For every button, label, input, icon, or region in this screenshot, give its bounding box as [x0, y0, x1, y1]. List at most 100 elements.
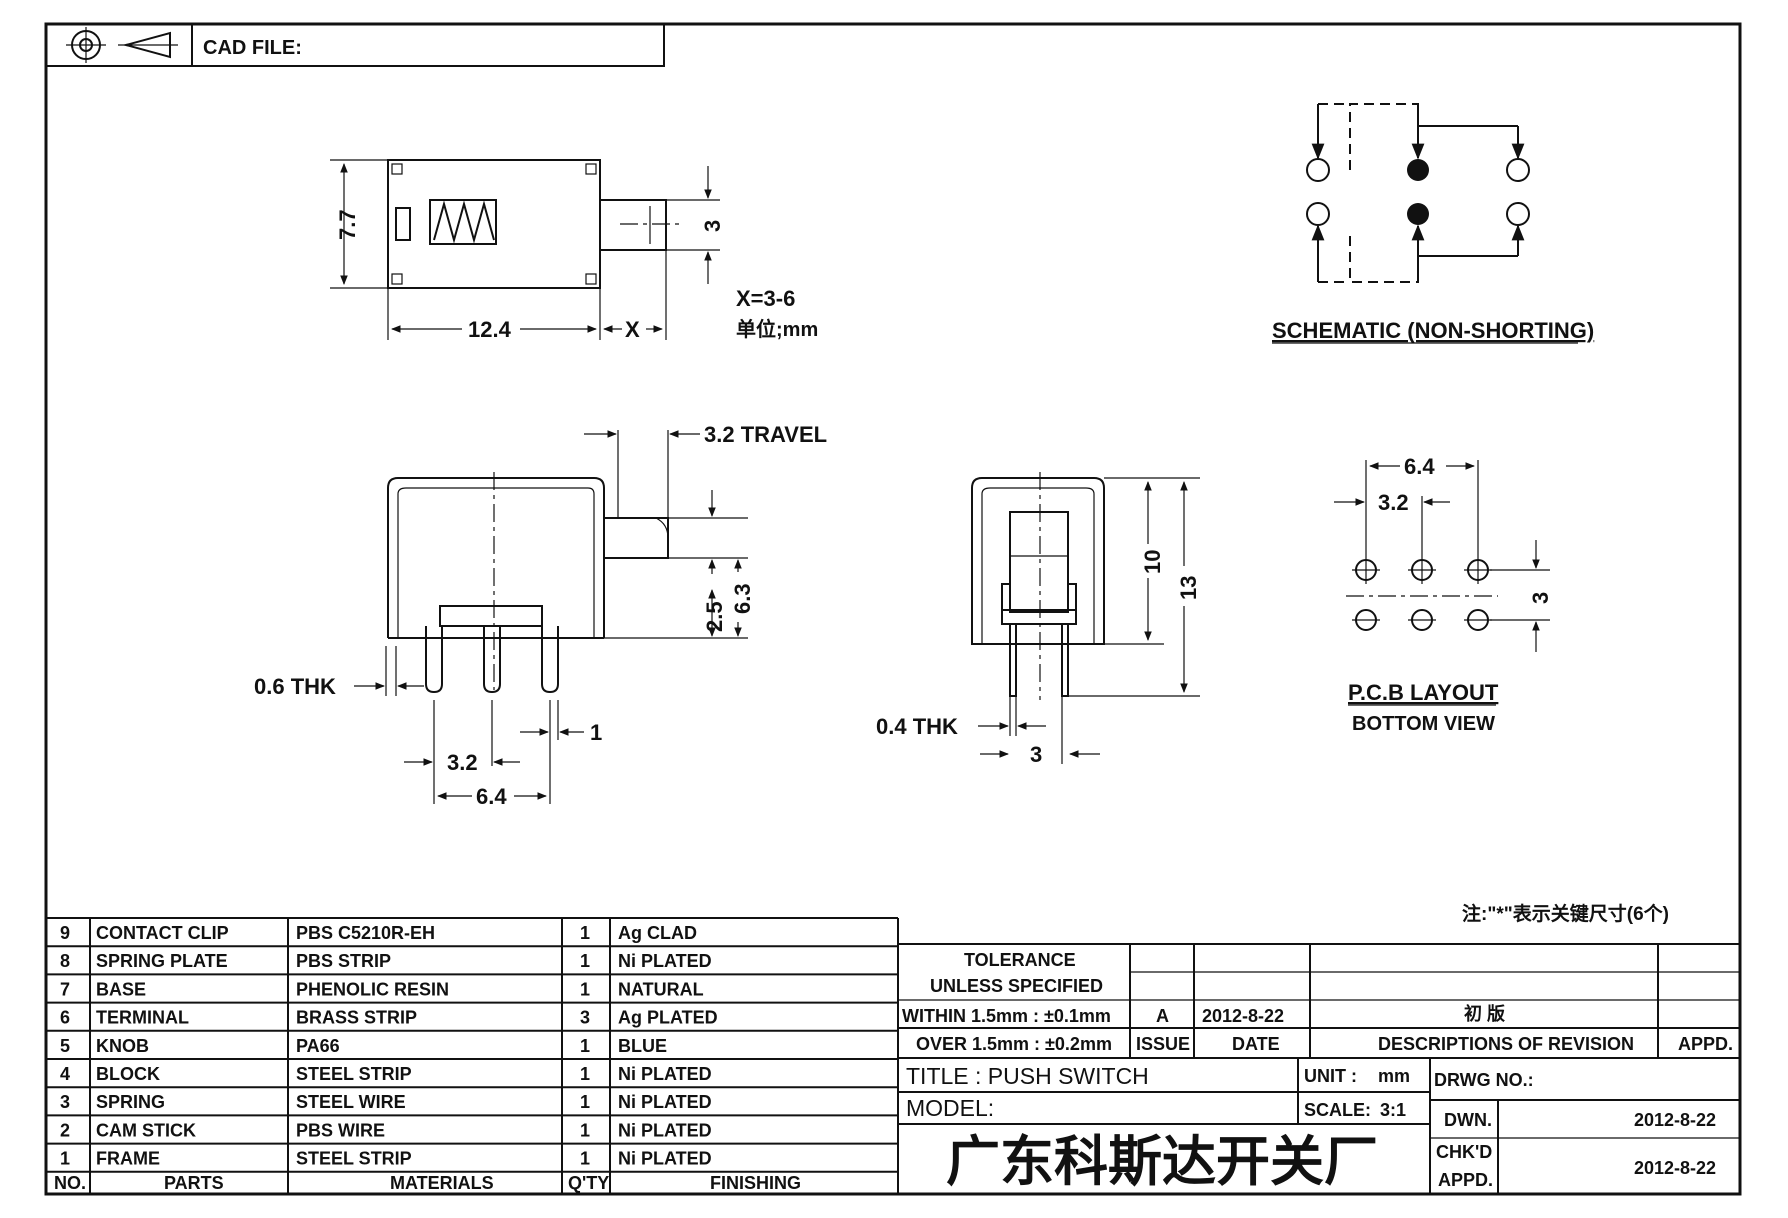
side-view: 3.2 TRAVEL 2.5 6.3 0.6 THK 3.2 1 6.4	[254, 422, 827, 809]
date-label: DATE	[1232, 1034, 1280, 1054]
bom-cell-no: 8	[60, 951, 70, 971]
schematic-caption: SCHEMATIC (NON-SHORTING)	[1272, 318, 1594, 343]
dim-3-end: 3	[1030, 742, 1042, 767]
pcb-caption: P.C.B LAYOUT	[1348, 680, 1499, 705]
bom-cell-qty: 1	[580, 1120, 590, 1140]
top-view: 7.7 3 12.4 X X=3-6 单位;mm	[330, 159, 818, 342]
bom-cell-qty: 1	[580, 923, 590, 943]
dwn-label: DWN.	[1444, 1110, 1492, 1130]
bom-cell-part: FRAME	[96, 1149, 160, 1169]
bom-cell-qty: 1	[580, 1036, 590, 1056]
bom-row: 2 CAM STICK PBS WIRE 1 Ni PLATED	[60, 1120, 712, 1140]
bom-cell-qty: 1	[580, 1149, 590, 1169]
bom-cell-material: PBS WIRE	[296, 1120, 385, 1140]
terminal-open-icon	[1506, 158, 1530, 182]
dim-x: X	[625, 317, 640, 342]
x-range-note: X=3-6	[736, 286, 795, 311]
pcb-subcaption: BOTTOM VIEW	[1352, 713, 1495, 735]
bom-cell-part: TERMINAL	[96, 1008, 189, 1028]
chkd-label: CHK'D	[1436, 1142, 1492, 1162]
appd2-label: APPD.	[1438, 1170, 1493, 1190]
bom-cell-material: PA66	[296, 1036, 340, 1056]
dim-7-7: 7.7	[335, 209, 360, 240]
dim-10: 10	[1140, 550, 1165, 574]
dim-pcb-pitch: 3.2	[1378, 490, 1409, 515]
issue-value: A	[1156, 1006, 1169, 1026]
title-block: TOLERANCE UNLESS SPECIFIED WITHIN 1.5mm …	[898, 943, 1740, 1194]
desc-revision-label: DESCRIPTIONS OF REVISION	[1378, 1034, 1634, 1054]
scale-value: 3:1	[1380, 1100, 1406, 1120]
bom-cell-qty: 1	[580, 951, 590, 971]
chk-date: 2012-8-22	[1634, 1158, 1716, 1178]
terminal-common-icon	[1407, 203, 1429, 225]
bom-cell-no: 6	[60, 1008, 70, 1028]
bom-cell-material: PBS STRIP	[296, 951, 391, 971]
pcb-hole-icon	[1464, 609, 1492, 631]
bom-cell-material: PBS C5210R-EH	[296, 923, 435, 943]
bom-cell-no: 3	[60, 1092, 70, 1112]
bom-cell-qty: 1	[580, 1064, 590, 1084]
bom-header-finishing: FINISHING	[710, 1173, 801, 1193]
bom-cell-material: STEEL STRIP	[296, 1149, 412, 1169]
pcb-layout: 6.4 3.2 3 P.C.B LAYOUT BOTTOM VIEW	[1334, 454, 1553, 735]
bom-cell-part: BASE	[96, 979, 146, 999]
tolerance-label: TOLERANCE	[964, 950, 1076, 970]
key-dimension-note: 注:"*"表示关键尺寸(6个)	[1462, 902, 1669, 925]
bom-cell-finish: Ag PLATED	[618, 1008, 718, 1028]
bom-header-materials: MATERIALS	[390, 1173, 494, 1193]
bom-cell-material: PHENOLIC RESIN	[296, 979, 449, 999]
dim-thk-end: 0.4 THK	[876, 714, 958, 739]
scale-label: SCALE:	[1304, 1100, 1371, 1120]
terminal-open-icon	[1306, 202, 1330, 226]
dim-pitch-side: 3.2	[447, 750, 478, 775]
bom-cell-finish: Ag CLAD	[618, 923, 697, 943]
tolerance-within: WITHIN 1.5mm : ±0.1mm	[902, 1006, 1111, 1026]
pcb-hole-icon	[1352, 609, 1380, 631]
bom-header-qty: Q'TY	[568, 1173, 609, 1193]
cad-file-label: CAD FILE:	[203, 37, 302, 59]
bom-cell-material: STEEL WIRE	[296, 1092, 406, 1112]
tolerance-over: OVER 1.5mm : ±0.2mm	[916, 1034, 1112, 1054]
bom-cell-finish: Ni PLATED	[618, 1092, 712, 1112]
bom-cell-finish: Ni PLATED	[618, 1120, 712, 1140]
cad-header: CAD FILE:	[45, 23, 665, 67]
dim-13: 13	[1176, 576, 1201, 600]
bom-header-no: NO.	[54, 1173, 86, 1193]
terminal-common-icon	[1407, 159, 1429, 181]
pcb-hole-icon	[1352, 559, 1380, 581]
bom-cell-qty: 1	[580, 979, 590, 999]
date-value: 2012-8-22	[1202, 1006, 1284, 1026]
company-name: 广东科斯达开关厂	[946, 1132, 1378, 1192]
appd-label: APPD.	[1678, 1034, 1733, 1054]
dim-span-side: 6.4	[476, 784, 507, 809]
schematic: SCHEMATIC (NON-SHORTING)	[1272, 103, 1594, 344]
bom-cell-no: 5	[60, 1036, 70, 1056]
dim-2-5: 2.5	[702, 601, 727, 632]
dim-travel: 3.2 TRAVEL	[704, 422, 827, 447]
unless-specified-label: UNLESS SPECIFIED	[930, 976, 1103, 996]
bom-cell-no: 2	[60, 1120, 70, 1140]
bom-cell-part: CAM STICK	[96, 1120, 196, 1140]
dim-pcb-span: 6.4	[1404, 454, 1435, 479]
bom-cell-part: KNOB	[96, 1036, 149, 1056]
dwn-date: 2012-8-22	[1634, 1110, 1716, 1130]
pcb-hole-icon	[1464, 559, 1492, 581]
bom-header-parts: PARTS	[164, 1173, 224, 1193]
terminal-open-icon	[1306, 158, 1330, 182]
bom-cell-no: 7	[60, 979, 70, 999]
unit-note: 单位;mm	[736, 317, 818, 341]
bom-cell-qty: 3	[580, 1008, 590, 1028]
revision-desc-value: 初 版	[1464, 1003, 1505, 1024]
terminal-open-icon	[1506, 202, 1530, 226]
dim-3-plunger: 3	[700, 220, 725, 232]
unit-value: mm	[1378, 1066, 1410, 1086]
projection-symbol-icon	[66, 27, 178, 63]
